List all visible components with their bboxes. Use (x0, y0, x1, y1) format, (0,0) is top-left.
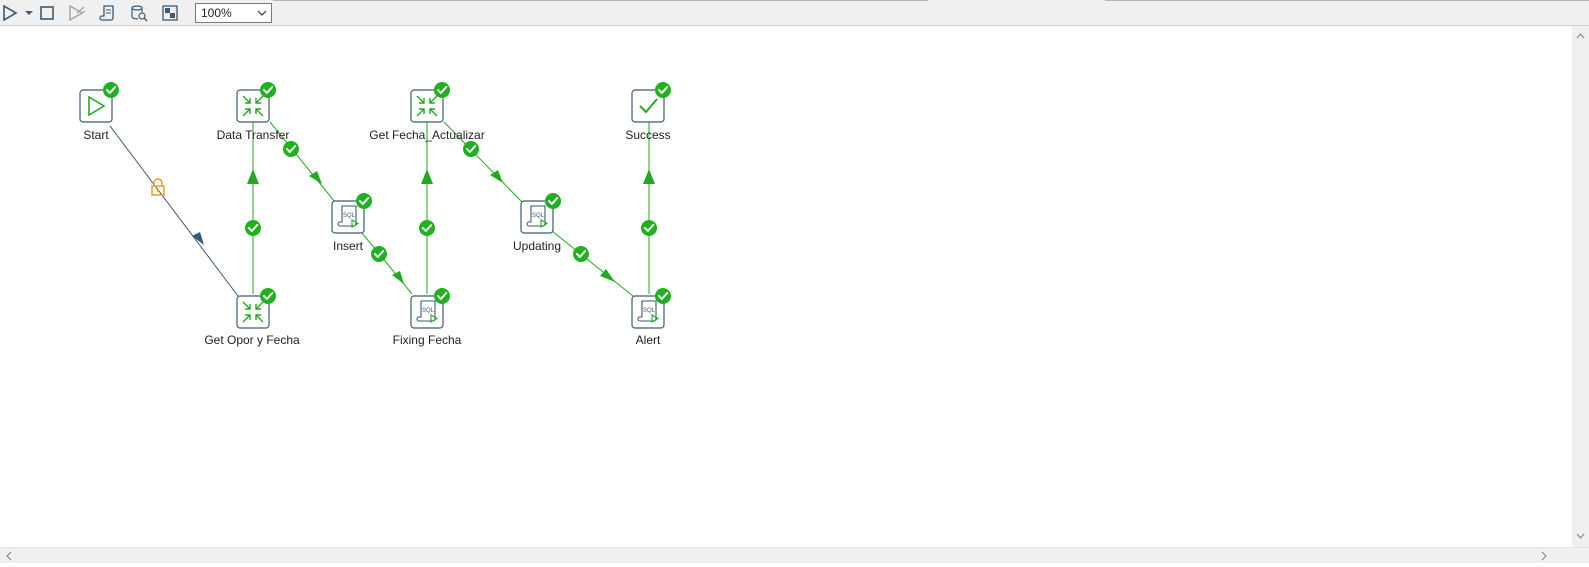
job-entry-updating[interactable]: SQL (520, 192, 562, 234)
job-canvas[interactable]: SQL SQL (0, 26, 1589, 547)
toolbar-divider (273, 0, 928, 1)
hop-success-icon (244, 219, 262, 237)
stop-button[interactable] (36, 2, 58, 24)
hop-start-to-get-opor[interactable] (109, 125, 239, 297)
toolbar-divider (1105, 0, 1589, 1)
svg-text:SQL: SQL (343, 213, 356, 219)
scroll-down-icon (1576, 533, 1585, 539)
node-label-insert: Insert (332, 239, 364, 253)
job-entry-insert[interactable]: SQL (331, 192, 373, 234)
transformation-icon (242, 95, 264, 117)
horizontal-scrollbar[interactable] (0, 547, 1589, 563)
node-label-data-transfer: Data Transfer (216, 128, 290, 142)
node-label-get-fecha-actualizar: Get Fecha_Actualizar (369, 128, 485, 142)
unconditional-lock-icon (151, 178, 165, 196)
zoom-select[interactable]: 100% (195, 3, 272, 23)
hop-success-icon (462, 140, 480, 158)
analyze-db-button[interactable] (128, 2, 150, 24)
start-icon (88, 95, 106, 117)
node-label-success: Success (625, 128, 671, 142)
hop-success-icon (418, 219, 436, 237)
run-button[interactable] (0, 2, 36, 24)
job-entry-alert[interactable]: SQL (631, 287, 672, 329)
hop-arrow (421, 169, 433, 184)
zoom-value: 100% (201, 6, 232, 20)
hop-arrow (309, 171, 322, 184)
success-badge-icon (654, 287, 672, 305)
success-badge-icon (654, 81, 672, 99)
sql-script-button[interactable] (97, 2, 119, 24)
sql-icon: SQL (637, 300, 660, 323)
job-entry-get-fecha-actualizar[interactable] (410, 81, 451, 123)
success-badge-icon (433, 81, 451, 99)
node-label-updating: Updating (512, 239, 562, 253)
node-label-fixing-fecha: Fixing Fecha (392, 333, 462, 347)
hop-success-icon (572, 245, 590, 263)
layout-button[interactable] (159, 2, 181, 24)
hop-success-icon (640, 219, 658, 237)
preview-button[interactable] (66, 2, 88, 24)
preview-icon (69, 4, 86, 22)
hop-arrow (490, 170, 503, 183)
success-badge-icon (355, 192, 373, 210)
hop-success-icon (370, 245, 388, 263)
success-badge-icon (259, 81, 277, 99)
svg-text:SQL: SQL (422, 308, 435, 314)
svg-text:SQL: SQL (643, 308, 656, 314)
scroll-up-icon (1576, 33, 1585, 39)
hop-insert-to-fixing-fecha[interactable] (361, 232, 413, 295)
job-entry-get-opor-y-fecha[interactable] (236, 287, 277, 329)
run-icon (3, 4, 33, 22)
chevron-down-icon (257, 10, 267, 16)
hop-get-fecha-actualizar-to-updating[interactable] (443, 121, 523, 203)
job-entry-success[interactable] (631, 81, 672, 123)
sql-script-icon (99, 5, 114, 21)
transformation-icon (242, 301, 264, 323)
scroll-right-icon (1541, 551, 1547, 561)
hop-arrow (392, 271, 404, 284)
sql-icon: SQL (416, 300, 439, 323)
scroll-left-icon (6, 551, 12, 561)
hop-updating-to-alert[interactable] (551, 230, 634, 297)
hop-data-transfer-to-insert[interactable] (269, 121, 336, 203)
hop-arrow (247, 169, 259, 184)
stop-icon (40, 6, 54, 20)
layout-icon (162, 5, 178, 21)
hop-arrow (600, 269, 615, 282)
toolbar: 100% (0, 0, 1589, 26)
job-entry-fixing-fecha[interactable]: SQL (410, 287, 451, 329)
success-badge-icon (544, 192, 562, 210)
node-label-start: Start (83, 128, 109, 142)
analyze-db-icon (131, 5, 148, 22)
node-label-alert: Alert (635, 333, 661, 347)
success-badge-icon (102, 81, 120, 99)
vertical-scrollbar[interactable] (1572, 26, 1589, 547)
hop-arrow (192, 232, 204, 245)
node-label-get-opor-y-fecha: Get Opor y Fecha (204, 333, 300, 347)
success-badge-icon (259, 287, 277, 305)
success-check-icon (639, 98, 658, 114)
sql-icon: SQL (526, 205, 549, 228)
hop-arrow (643, 169, 655, 184)
hops-layer: SQL SQL (79, 81, 672, 329)
job-entry-start[interactable] (79, 81, 120, 123)
hop-success-icon (282, 140, 300, 158)
svg-text:SQL: SQL (532, 213, 545, 219)
success-badge-icon (433, 287, 451, 305)
sql-icon: SQL (337, 205, 360, 228)
job-entry-data-transfer[interactable] (236, 81, 277, 123)
transformation-icon (416, 95, 438, 117)
